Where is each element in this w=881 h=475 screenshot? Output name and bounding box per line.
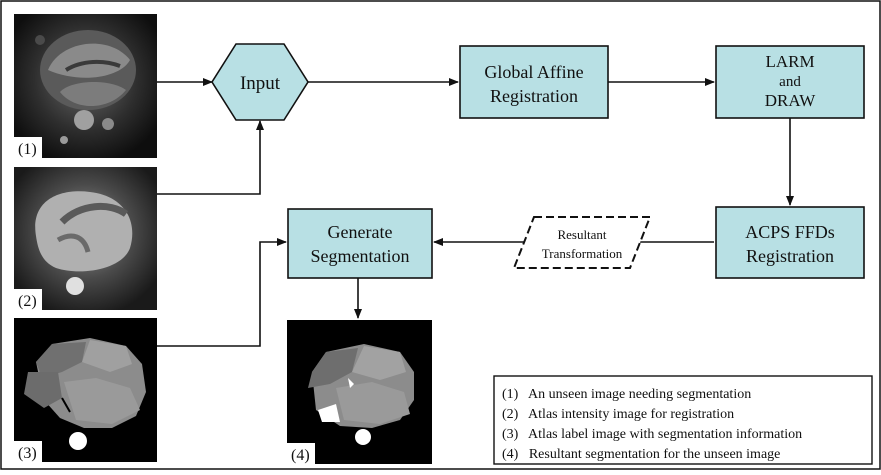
larm-line2: and (779, 74, 801, 90)
legend-item-2: (2) Atlas intensity image for registrati… (502, 407, 734, 422)
node-resultant-transformation: Resultant Transformation (512, 216, 652, 269)
resultant-line2: Transformation (542, 246, 623, 261)
global-affine-line1: Global Affine (484, 62, 583, 82)
image-unseen-mri: (1) (14, 14, 157, 158)
legend-item-1: (1) An unseen image needing segmentation (502, 387, 751, 402)
larm-line3: DRAW (765, 91, 817, 110)
image-atlas-intensity: (2) (14, 167, 157, 310)
generate-line2: Segmentation (311, 246, 410, 266)
image-4-label: (4) (291, 447, 310, 464)
arrow-image2-to-input (157, 120, 264, 195)
image-3-label: (3) (18, 445, 37, 462)
larm-line1: LARM (765, 52, 814, 71)
legend-item-4: (4) Resultant segmentation for the unsee… (502, 447, 780, 462)
acps-line1: ACPS FFDs (745, 222, 835, 242)
image-atlas-label: (3) (14, 318, 157, 462)
arrow-image3-to-generate (157, 238, 287, 347)
node-acps-ffds-registration: ACPS FFDs Registration (715, 206, 865, 279)
node-input: Input (211, 43, 309, 121)
node-generate-segmentation: Generate Segmentation (287, 208, 433, 279)
node-global-affine-registration: Global Affine Registration (459, 45, 609, 119)
legend-box: (1) An unseen image needing segmentation… (493, 375, 873, 465)
legend-item-3: (3) Atlas label image with segmentation … (502, 427, 802, 442)
image-2-label: (2) (18, 293, 37, 310)
node-larm-and-draw: LARM and DRAW (715, 45, 865, 119)
node-input-label: Input (240, 73, 281, 94)
resultant-line1: Resultant (557, 227, 606, 242)
acps-line2: Registration (746, 246, 834, 266)
image-resultant-segmentation: (4) (287, 320, 432, 464)
connectors (157, 78, 794, 347)
global-affine-line2: Registration (490, 86, 578, 106)
generate-line1: Generate (328, 222, 393, 242)
image-1-label: (1) (18, 141, 37, 158)
